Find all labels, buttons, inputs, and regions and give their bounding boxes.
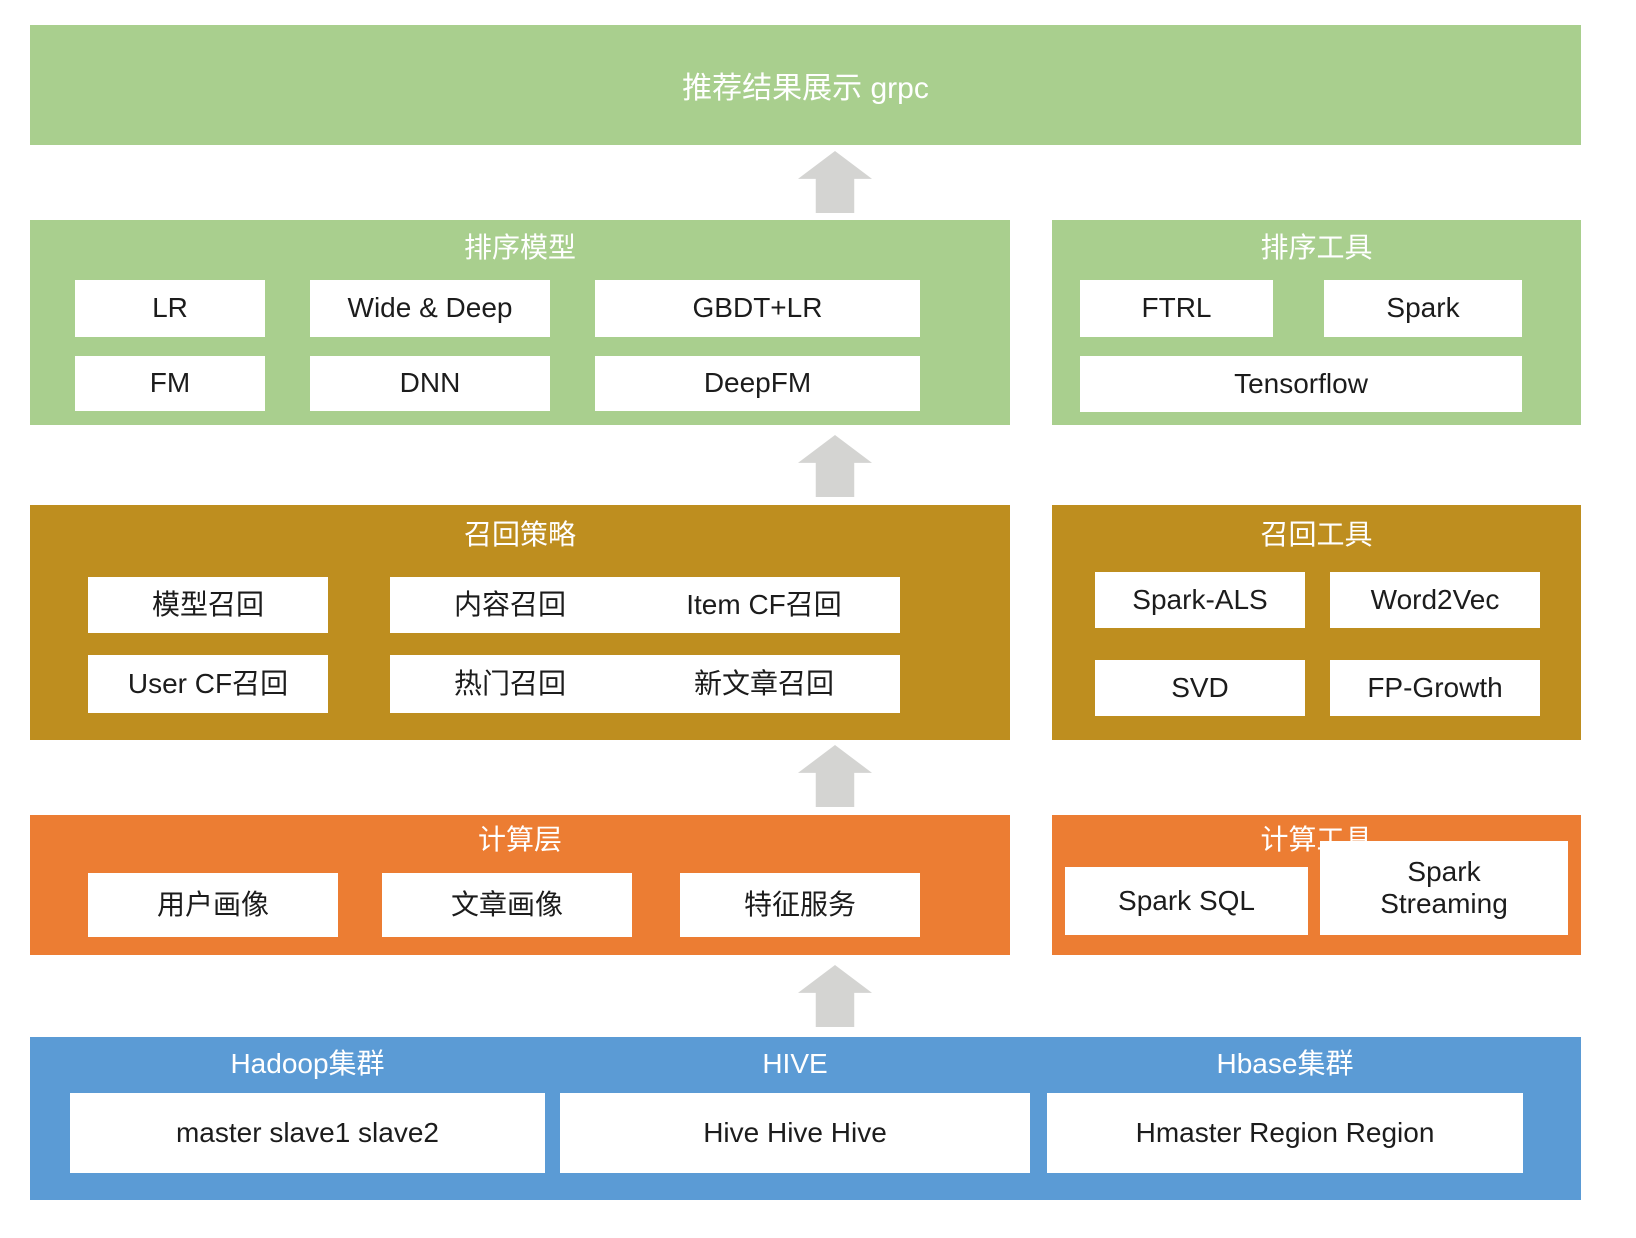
- layer-sorting-models: 排序模型 LR Wide & Deep GBDT+LR FM DNN DeepF…: [30, 220, 1010, 425]
- recall-box-content: 内容召回: [390, 577, 630, 633]
- layer-storage: Hadoop集群 HIVE Hbase集群 master slave1 slav…: [30, 1037, 1581, 1200]
- hive-title: HIVE: [762, 1048, 828, 1079]
- storage-box-hadoop-nodes: master slave1 slave2: [70, 1093, 545, 1173]
- recall-box-item-cf: Item CF召回: [628, 577, 900, 633]
- storage-box-hive-nodes: Hive Hive Hive: [560, 1093, 1030, 1173]
- compute-box-feature-service: 特征服务: [680, 873, 920, 937]
- storage-box-hbase-nodes: Hmaster Region Region: [1047, 1093, 1523, 1173]
- up-arrow-icon: [798, 965, 872, 1027]
- recall-box-user-cf: User CF召回: [88, 655, 328, 713]
- model-box-dnn: DNN: [310, 356, 550, 411]
- model-box-gbdt-lr: GBDT+LR: [595, 280, 920, 337]
- tool-box-ftrl: FTRL: [1080, 280, 1273, 337]
- recall-box-hot: 热门召回: [390, 655, 630, 713]
- hadoop-cluster-title: Hadoop集群: [230, 1048, 385, 1079]
- sorting-tools-title: 排序工具: [1260, 232, 1373, 263]
- layer-recall-strategies: 召回策略 模型召回 内容召回 Item CF召回 User CF召回 热门召回 …: [30, 505, 1010, 740]
- model-box-lr: LR: [75, 280, 265, 337]
- layer-compute: 计算层 用户画像 文章画像 特征服务: [30, 815, 1010, 955]
- tool-box-svd: SVD: [1095, 660, 1305, 716]
- model-box-wide-deep: Wide & Deep: [310, 280, 550, 337]
- up-arrow-icon: [798, 745, 872, 807]
- recall-box-model: 模型召回: [88, 577, 328, 633]
- up-arrow-icon: [798, 151, 872, 213]
- compute-box-user-profile: 用户画像: [88, 873, 338, 937]
- layer-recommend-result-banner: 推荐结果展示 grpc: [30, 25, 1581, 145]
- tool-box-spark-sql: Spark SQL: [1065, 867, 1308, 935]
- model-box-fm: FM: [75, 356, 265, 411]
- recall-tools-title: 召回工具: [1260, 519, 1373, 550]
- tool-box-tensorflow: Tensorflow: [1080, 356, 1522, 412]
- compute-box-article-profile: 文章画像: [382, 873, 632, 937]
- tool-box-word2vec: Word2Vec: [1330, 572, 1540, 628]
- tool-box-spark-streaming: Spark Streaming: [1320, 841, 1568, 935]
- hbase-cluster-title: Hbase集群: [1216, 1048, 1354, 1079]
- recall-strategies-title: 召回策略: [463, 519, 576, 550]
- tool-box-spark-als: Spark-ALS: [1095, 572, 1305, 628]
- layer-sorting-tools: 排序工具 FTRL Spark Tensorflow: [1052, 220, 1581, 425]
- compute-layer-title: 计算层: [477, 824, 562, 855]
- recall-box-new-article: 新文章召回: [628, 655, 900, 713]
- tool-box-spark: Spark: [1324, 280, 1522, 337]
- layer-compute-tools: 计算工具 Spark SQL Spark Streaming: [1052, 815, 1581, 955]
- tool-box-fp-growth: FP-Growth: [1330, 660, 1540, 716]
- model-box-deepfm: DeepFM: [595, 356, 920, 411]
- sorting-models-title: 排序模型: [463, 232, 576, 263]
- up-arrow-icon: [798, 435, 872, 497]
- layer-recall-tools: 召回工具 Spark-ALS Word2Vec SVD FP-Growth: [1052, 505, 1581, 740]
- recommend-result-title: 推荐结果展示 grpc: [682, 72, 929, 105]
